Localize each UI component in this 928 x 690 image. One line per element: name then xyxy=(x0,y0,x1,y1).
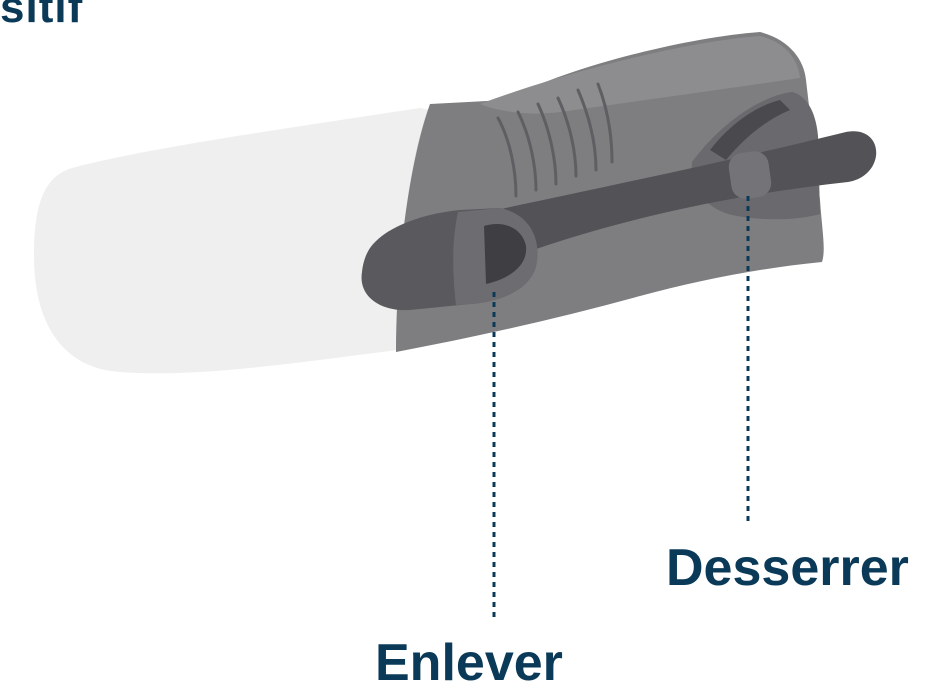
remove-button-recess xyxy=(484,224,527,284)
tube-sleeve xyxy=(34,108,430,374)
release-clamp-slot xyxy=(710,100,790,160)
grip-ridges xyxy=(496,82,614,198)
label-enlever: Enlever xyxy=(375,634,563,690)
page-title-fragment: sitif xyxy=(0,0,84,32)
label-desserrer: Desserrer xyxy=(666,539,909,597)
loosen-knob xyxy=(728,151,772,199)
connector-body-top xyxy=(480,36,800,114)
